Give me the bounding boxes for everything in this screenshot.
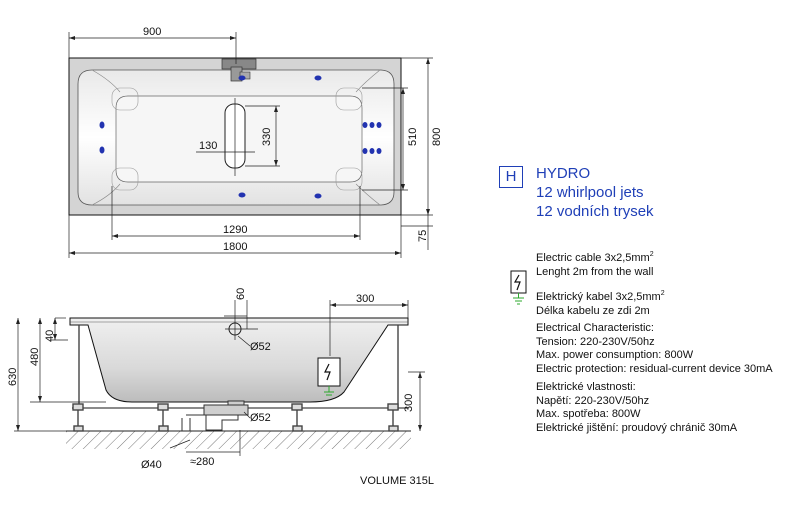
dim-900: 900 xyxy=(143,26,161,38)
jet-icon xyxy=(238,192,246,198)
jet-icon xyxy=(314,75,322,81)
dim-480: 480 xyxy=(29,348,41,366)
electrical-en-title: Electrical Characteristic: xyxy=(536,322,654,334)
dim-130: 130 xyxy=(199,140,217,152)
waste-pipe xyxy=(181,400,249,431)
electrical-cz-tension: Napětí: 220-230V/50hz xyxy=(536,394,650,407)
jet-icon xyxy=(362,148,368,154)
dim-280: ≈280 xyxy=(190,456,214,468)
whirlpool-jets xyxy=(99,75,382,199)
electrical-en-tension: Tension: 220-230V/50hz xyxy=(536,335,655,348)
jet-icon xyxy=(369,122,375,128)
dim-60: 60 xyxy=(235,288,247,300)
overflow-icon xyxy=(225,300,258,340)
dim-1290: 1290 xyxy=(223,224,247,236)
electrical-cz-title: Elektrické vlastnosti: xyxy=(536,381,636,393)
top-view: 900 800 510 330 130 1290 1800 75 xyxy=(68,26,443,258)
dim-300-top: 300 xyxy=(356,293,374,305)
dim-phi52-drain: Ø52 xyxy=(250,412,271,424)
tub-side-profile xyxy=(69,317,409,403)
dim-510: 510 xyxy=(407,128,419,146)
volume-label: VOLUME 315L xyxy=(360,475,434,487)
dim-630: 630 xyxy=(7,368,19,386)
hydro-jets-cz: 12 vodních trysek xyxy=(536,203,654,220)
electrical-en: Electrical Characteristic: Tension: 220-… xyxy=(536,322,773,376)
dim-300-right: 300 xyxy=(403,394,415,412)
jet-icon xyxy=(362,122,368,128)
jet-icon xyxy=(314,193,322,199)
hydro-title: HYDRO xyxy=(536,165,591,182)
electrical-cz: Elektrické vlastnosti: Napětí: 220-230V/… xyxy=(536,381,737,435)
electric-warning-icon xyxy=(510,270,527,305)
jet-icon xyxy=(99,146,105,154)
jet-icon xyxy=(238,75,246,81)
hydro-badge: H xyxy=(499,166,523,188)
cable-info: Electric cable 3x2,5mm2 Lenght 2m from t… xyxy=(536,248,665,318)
electrical-en-protection: Electric protection: residual-current de… xyxy=(536,362,773,375)
hydro-jets-en: 12 whirlpool jets xyxy=(536,184,644,201)
floor-hatch xyxy=(66,431,411,449)
cable-cz-1-sup: 2 xyxy=(660,290,665,297)
dim-phi52-overflow: Ø52 xyxy=(250,341,271,353)
dim-800: 800 xyxy=(431,128,443,146)
jet-icon xyxy=(376,148,382,154)
dim-1800: 1800 xyxy=(223,241,247,253)
electrical-en-power: Max. power consumption: 800W xyxy=(536,349,694,361)
dim-330: 330 xyxy=(261,128,273,146)
side-view: 60 300 40 480 630 Ø52 Ø52 300 Ø40 ≈280 V… xyxy=(7,288,434,487)
jet-icon xyxy=(99,121,105,129)
electrical-box-icon xyxy=(317,357,341,396)
jet-icon xyxy=(376,122,382,128)
hydro-info: HYDRO 12 whirlpool jets 12 vodních tryse… xyxy=(536,164,654,221)
cable-en-1: Electric cable 3x2,5mm xyxy=(536,252,650,264)
cable-cz-2: Délka kabelu ze zdi 2m xyxy=(536,304,650,317)
dim-phi40: Ø40 xyxy=(141,459,162,471)
cable-en-1-sup: 2 xyxy=(649,251,654,258)
dim-75: 75 xyxy=(417,230,429,242)
jet-icon xyxy=(369,148,375,154)
dim-40: 40 xyxy=(44,330,56,342)
cable-cz-1: Elektrický kabel 3x2,5mm xyxy=(536,291,661,303)
electrical-cz-power: Max. spotřeba: 800W xyxy=(536,408,641,420)
cable-en-2: Lenght 2m from the wall xyxy=(536,265,654,278)
electrical-cz-protection: Elektrické jištění: proudový chránič 30m… xyxy=(536,421,738,434)
